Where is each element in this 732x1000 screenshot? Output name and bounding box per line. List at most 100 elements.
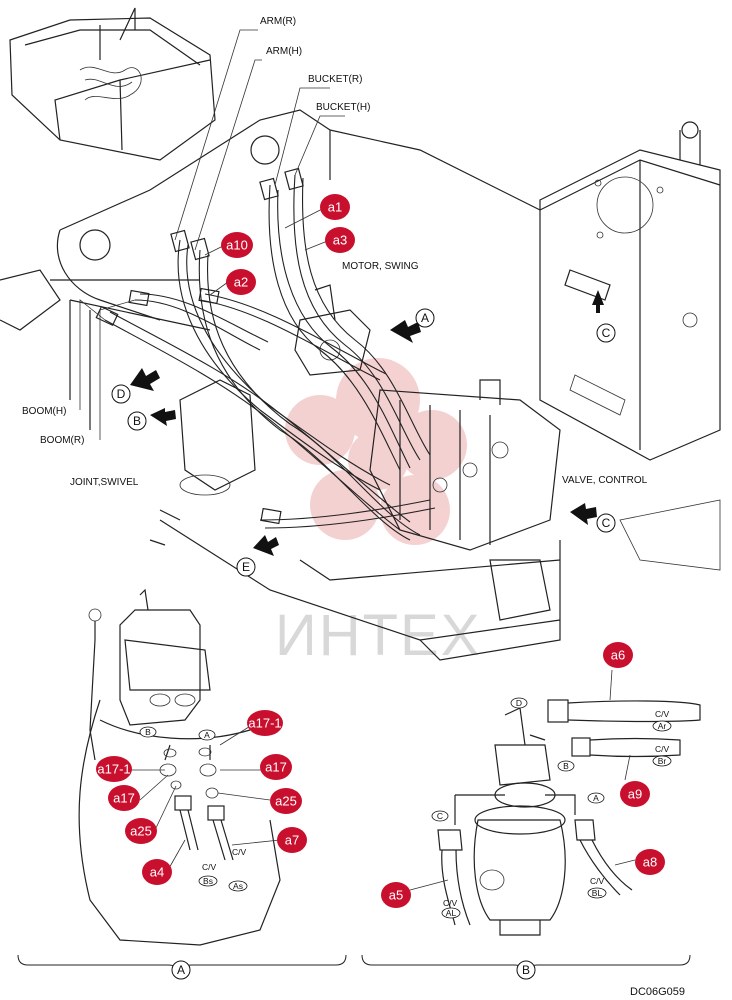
- detail-b-port-markers: D B C A: [431, 697, 605, 822]
- arrow-c-bottom-icon: [570, 503, 597, 525]
- view-marker-e: E: [236, 557, 256, 577]
- callout-a17-left: a17: [108, 785, 140, 811]
- label-ar: Ar: [658, 721, 667, 731]
- swing-motor: [294, 284, 371, 376]
- control-valve: [369, 379, 561, 551]
- detail-a-port-markers: B A: [139, 726, 216, 741]
- label-cv-bl: C/V: [590, 876, 605, 886]
- callout-a7: a7: [277, 827, 307, 853]
- svg-text:B: B: [563, 761, 569, 771]
- svg-text:a10: a10: [226, 238, 248, 253]
- callouts: a1 a3 a10 a2 a17-1 a17-1 a17 a17: [96, 194, 665, 908]
- arrow-d-icon: [130, 368, 160, 391]
- cab-sketch: [9, 7, 216, 161]
- label-valve-control: VALVE, CONTROL: [562, 475, 648, 486]
- arrow-b-icon: [150, 408, 176, 426]
- swivel-joint: [149, 379, 256, 546]
- svg-text:D: D: [117, 387, 126, 401]
- direction-arrows: [130, 290, 604, 556]
- label-cv-bs: C/V: [202, 862, 217, 872]
- section-bracket-a: A: [17, 954, 347, 980]
- callout-a4: a4: [142, 859, 172, 885]
- label-boom-r: BOOM(R): [40, 435, 84, 446]
- machine-frame: [0, 109, 721, 661]
- svg-text:A: A: [593, 793, 599, 803]
- section-label-a: A: [177, 963, 185, 977]
- section-label-b: B: [522, 963, 530, 977]
- callout-a25-right: a25: [270, 788, 302, 814]
- label-bucket-r: BUCKET(R): [308, 74, 362, 85]
- svg-text:a9: a9: [628, 787, 642, 802]
- watermark-logo: [285, 358, 467, 545]
- label-cv-br: C/V: [655, 744, 670, 754]
- callout-a17-1-right: a17-1: [247, 710, 283, 736]
- drawing-code: DC06G059: [630, 986, 685, 998]
- svg-text:B: B: [133, 414, 141, 428]
- callout-a1: a1: [320, 194, 350, 220]
- svg-text:a8: a8: [643, 855, 657, 870]
- watermark-text: ИНТЕХ: [275, 603, 481, 668]
- svg-text:a17-1: a17-1: [248, 716, 281, 731]
- svg-text:a17-1: a17-1: [97, 762, 130, 777]
- label-cv-ar: C/V: [655, 709, 670, 719]
- view-markers: A C D B C E: [111, 308, 616, 577]
- callout-a25-left: a25: [125, 818, 157, 844]
- label-bl: BL: [592, 888, 603, 898]
- label-arm-r: ARM(R): [260, 16, 296, 27]
- hose-bundle: [104, 174, 436, 541]
- svg-text:a3: a3: [333, 233, 347, 248]
- arrow-c-top-icon: [592, 290, 604, 313]
- detail-b-drawing: [437, 699, 701, 936]
- svg-text:a1: a1: [328, 200, 342, 215]
- svg-text:C: C: [602, 326, 611, 340]
- detail-b-leaders: [409, 669, 636, 891]
- svg-text:a4: a4: [150, 865, 164, 880]
- label-boom-h: BOOM(H): [22, 406, 66, 417]
- svg-text:a7: a7: [285, 833, 299, 848]
- svg-text:A: A: [204, 730, 210, 740]
- svg-text:a2: a2: [234, 275, 248, 290]
- callout-a3: a3: [325, 227, 355, 253]
- label-bs: Bs: [203, 876, 213, 886]
- callout-a9: a9: [620, 781, 650, 807]
- callout-a17-right: a17: [260, 754, 292, 780]
- svg-text:D: D: [516, 698, 522, 708]
- detail-a-drawing: [78, 588, 281, 946]
- label-motor-swing: MOTOR, SWING: [342, 261, 419, 272]
- view-marker-c-bottom: C: [596, 513, 616, 533]
- section-bracket-b: B: [361, 954, 691, 980]
- view-marker-d: D: [111, 384, 131, 404]
- svg-text:C: C: [602, 516, 611, 530]
- label-joint-swivel: JOINT,SWIVEL: [70, 477, 139, 488]
- svg-text:A: A: [421, 311, 429, 325]
- arrow-e-icon: [253, 535, 279, 556]
- label-bucket-h: BUCKET(H): [316, 102, 370, 113]
- svg-text:a17: a17: [265, 760, 287, 775]
- callout-a17-1-left: a17-1: [96, 756, 132, 782]
- view-marker-a: A: [415, 308, 435, 328]
- view-marker-c-top: C: [596, 323, 616, 343]
- label-al: AL: [446, 908, 457, 918]
- svg-text:C: C: [437, 811, 443, 821]
- svg-text:a25: a25: [275, 794, 297, 809]
- svg-text:a17: a17: [113, 791, 135, 806]
- callout-a6: a6: [603, 642, 633, 668]
- callout-a2: a2: [226, 269, 256, 295]
- callout-a5: a5: [381, 882, 411, 908]
- svg-text:a25: a25: [130, 824, 152, 839]
- label-cv-as: C/V: [232, 847, 247, 857]
- svg-text:E: E: [242, 560, 250, 574]
- svg-text:a6: a6: [611, 648, 625, 663]
- label-cv-al: C/V: [443, 898, 458, 908]
- view-marker-b: B: [127, 411, 147, 431]
- watermark: ИНТЕХ: [275, 358, 481, 668]
- label-arm-h: ARM(H): [266, 46, 302, 57]
- detail-a-leaders: [130, 724, 281, 871]
- svg-text:a5: a5: [389, 888, 403, 903]
- svg-text:B: B: [145, 727, 151, 737]
- arrow-a-icon: [390, 320, 421, 343]
- label-br: Br: [658, 756, 667, 766]
- hose-fittings: [95, 167, 304, 525]
- callout-a8: a8: [635, 849, 665, 875]
